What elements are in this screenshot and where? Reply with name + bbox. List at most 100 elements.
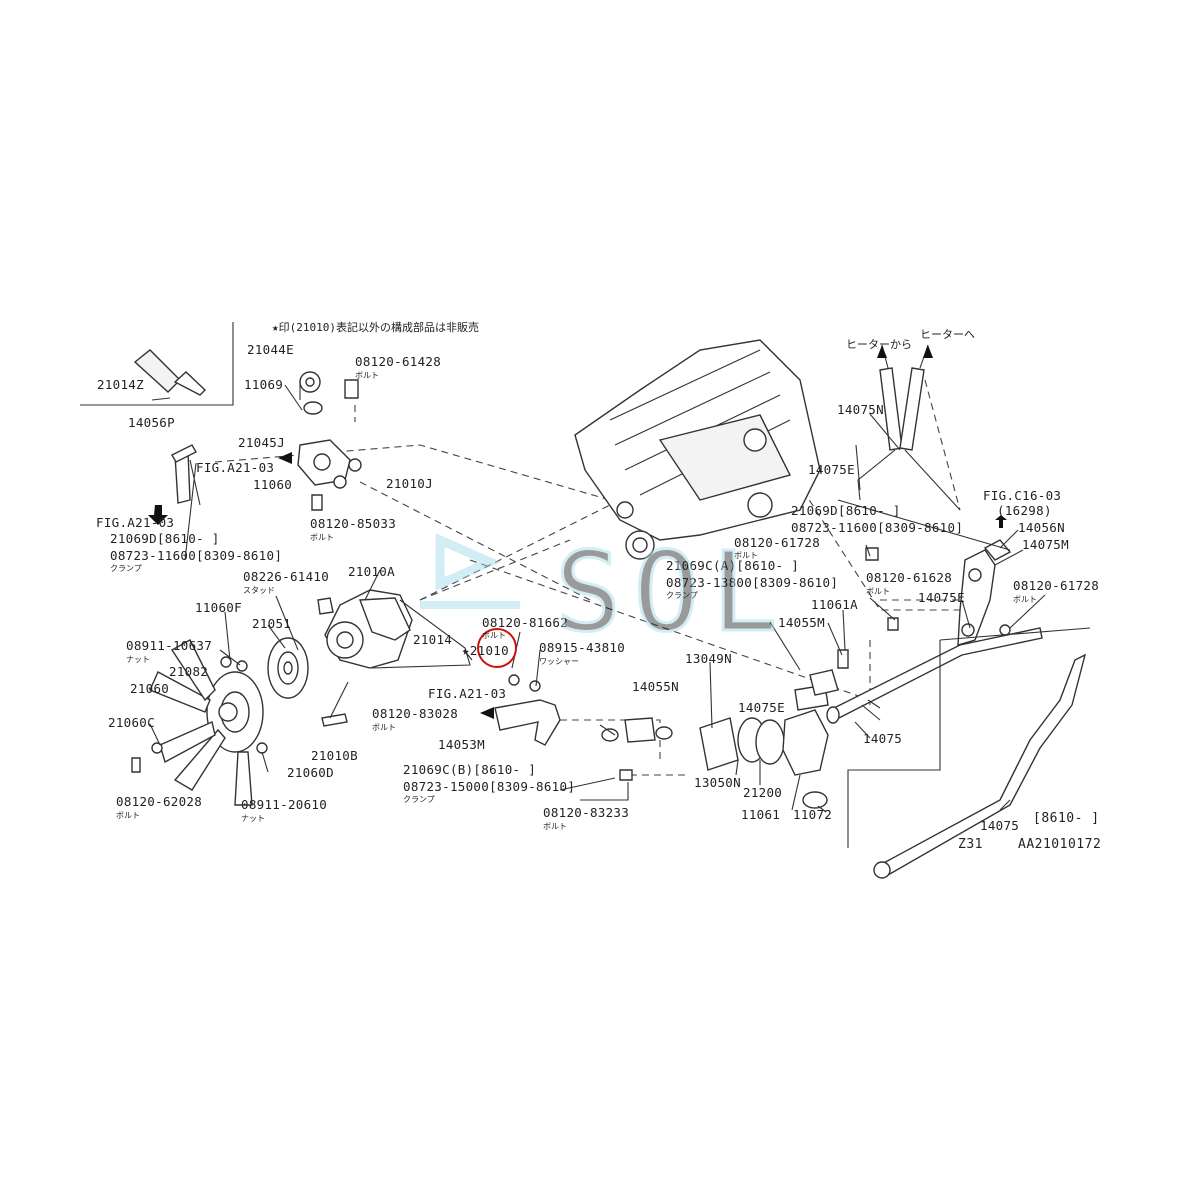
label-fig-a21-03-b: FIG.A21-03 xyxy=(96,515,174,530)
parts-note: ★印(21010)表記以外の構成部品は非販売 xyxy=(272,320,479,334)
label-21060c: 21060C xyxy=(108,715,155,730)
label-08120-61728-a: 08120-61728 xyxy=(734,535,820,550)
label-21014: 21014 xyxy=(413,632,452,647)
label-bolt-f: ボルト xyxy=(543,822,567,831)
label-21060d: 21060D xyxy=(287,765,334,780)
label-21069c-a: 21069C(A)[8610- ] xyxy=(666,558,799,573)
label-08915-43810: 08915-43810 xyxy=(539,640,625,655)
label-14075n: 14075N xyxy=(837,402,884,417)
label-stud: スタッド xyxy=(243,586,275,595)
label-21014z: 21014Z xyxy=(97,377,144,392)
label-21044e: 21044E xyxy=(247,342,294,357)
label-08120-83233: 08120-83233 xyxy=(543,805,629,820)
label-08723-11600-a: 08723-11600[8309-8610] xyxy=(110,548,282,563)
label-08723-11600-b: 08723-11600[8309-8610] xyxy=(791,520,963,535)
label-fig-a21-03-a: FIG.A21-03 xyxy=(196,460,274,475)
label-08911-20610: 08911-20610 xyxy=(241,797,327,812)
label-16298: (16298) xyxy=(997,503,1052,518)
label-from-heater: ヒーターから xyxy=(846,338,912,351)
label-08120-61728-b: 08120-61728 xyxy=(1013,578,1099,593)
label-clamp-b: クランプ xyxy=(403,795,435,804)
dashed-leaders xyxy=(214,379,961,776)
watermark-text: SOL xyxy=(555,528,790,656)
footer-date-range: [8610- ] xyxy=(1033,811,1100,826)
label-bolt-b: ボルト xyxy=(310,533,334,542)
label-nut-b: ナット xyxy=(241,814,265,823)
thermostat-cap-group xyxy=(297,371,362,511)
highlight-circle-21010 xyxy=(477,628,517,668)
label-21060: 21060 xyxy=(130,681,169,696)
label-fig-a21-03-c: FIG.A21-03 xyxy=(428,686,506,701)
label-21069c-b: 21069C(B)[8610- ] xyxy=(403,762,536,777)
inlet-pipe-14053m xyxy=(494,699,561,746)
label-21010: ★21010 xyxy=(462,643,509,658)
label-14056n: 14056N xyxy=(1018,520,1065,535)
label-21010b: 21010B xyxy=(311,748,358,763)
label-bolt-c: ボルト xyxy=(482,631,506,640)
label-21010a: 21010A xyxy=(348,564,395,579)
small-fasteners xyxy=(131,547,1011,781)
label-08723-15000: 08723-15000[8309-8610] xyxy=(403,779,575,794)
part-labels: 21014Z 21044E 11069 14056P 21045J FIG.A2… xyxy=(96,328,1099,833)
label-to-heater: ヒーターへ xyxy=(920,328,975,341)
flow-arrows xyxy=(148,452,1007,719)
label-11072: 11072 xyxy=(793,807,832,822)
label-11060: 11060 xyxy=(253,477,292,492)
label-08120-83028: 08120-83028 xyxy=(372,706,458,721)
heater-hoses xyxy=(857,367,961,511)
label-08120-81662: 08120-81662 xyxy=(482,615,568,630)
label-21069d-a: 21069D[8610- ] xyxy=(110,531,220,546)
label-bolt-h: ボルト xyxy=(866,587,890,596)
leader-lines xyxy=(149,380,1046,813)
label-11069: 11069 xyxy=(244,377,283,392)
label-14075e-c: 14075E xyxy=(808,462,855,477)
pulley-21051 xyxy=(267,637,309,699)
label-washer: ワッシャー xyxy=(539,657,579,666)
label-nut-a: ナット xyxy=(126,655,150,664)
label-21010j: 21010J xyxy=(386,476,433,491)
label-08723-13800: 08723-13800[8309-8610] xyxy=(666,575,838,590)
inset-frame xyxy=(80,322,234,406)
label-fig-c16-03: FIG.C16-03 xyxy=(983,488,1061,503)
label-11061: 11061 xyxy=(741,807,780,822)
label-13049n: 13049N xyxy=(685,651,732,666)
watermark: SOL xyxy=(420,527,790,658)
label-bolt-i: ボルト xyxy=(1013,595,1037,604)
label-14055n: 14055N xyxy=(632,679,679,694)
sealant-tube xyxy=(133,349,207,401)
label-08911-10637: 08911-10637 xyxy=(126,638,212,653)
label-08120-62028: 08120-62028 xyxy=(116,794,202,809)
label-11061a: 11061A xyxy=(811,597,858,612)
label-clamp-c: クランプ xyxy=(666,591,698,600)
hose-14055n xyxy=(601,717,673,743)
label-08120-61428: 08120-61428 xyxy=(355,354,441,369)
label-21200: 21200 xyxy=(743,785,782,800)
label-14055m: 14055M xyxy=(778,615,825,630)
intake-manifold xyxy=(574,339,821,560)
label-08120-61628: 08120-61628 xyxy=(866,570,952,585)
label-bolt-a: ボルト xyxy=(355,371,379,380)
label-13050n: 13050N xyxy=(694,775,741,790)
label-14075e-a: 14075E xyxy=(738,700,785,715)
label-14075e-b: 14075E xyxy=(918,590,965,605)
label-14075m: 14075M xyxy=(1022,537,1069,552)
label-clamp-a: クランプ xyxy=(110,564,142,573)
label-21051: 21051 xyxy=(252,616,291,631)
footer-model: Z31 xyxy=(958,837,983,852)
label-21045j: 21045J xyxy=(238,435,285,450)
water-pipe-14075-right xyxy=(873,653,1087,879)
footer-diagram-code: AA21010172 xyxy=(1018,837,1101,852)
label-21069d-b: 21069D[8610- ] xyxy=(791,503,901,518)
label-14075-a: 14075 xyxy=(863,731,902,746)
heater-arrows xyxy=(877,344,933,369)
water-pump xyxy=(317,589,471,727)
label-08226-61410: 08226-61410 xyxy=(243,569,329,584)
label-14075-b: 14075 xyxy=(980,818,1019,833)
label-08120-85033: 08120-85033 xyxy=(310,516,396,531)
fan-assembly xyxy=(149,639,264,806)
label-14056p: 14056P xyxy=(128,415,175,430)
water-pipe-14075-main xyxy=(826,627,1043,724)
label-bolt-e: ボルト xyxy=(116,811,140,820)
label-21082: 21082 xyxy=(169,664,208,679)
